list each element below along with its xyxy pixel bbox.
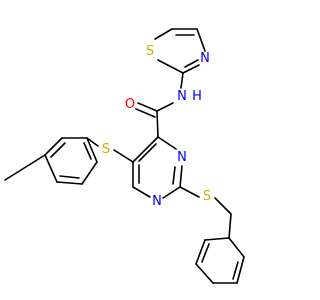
bond-c5-aryl-s bbox=[113, 149, 134, 163]
bond-amide-c-pyrimidine bbox=[156, 110, 159, 138]
thiazole-nitrogen-label: N bbox=[200, 51, 210, 66]
molecule-canvas: S N N H O N N S S bbox=[4, 28, 245, 284]
bond-phenyl-6 bbox=[204, 237, 230, 241]
bond-thiazole-c4-n3 bbox=[196, 28, 206, 52]
bonds bbox=[4, 28, 245, 284]
bond-phenyl-5-double bbox=[201, 243, 210, 263]
bond-thiazole-s-c5 bbox=[154, 28, 173, 40]
bond-tolyl-4 bbox=[56, 181, 83, 185]
bond-phenyl-5 bbox=[195, 239, 206, 265]
bond-c2-amide-n bbox=[180, 72, 184, 89]
bond-thiazole-n3-c2-double bbox=[184, 59, 199, 68]
bond-thiazole-c2-s1 bbox=[157, 59, 184, 74]
bond-phenyl-2-double bbox=[232, 261, 239, 280]
bond-methyl bbox=[4, 154, 46, 181]
amide-nitrogen-label: N bbox=[177, 89, 187, 104]
structure-drawing: S N N H O N N S S bbox=[4, 28, 245, 284]
bond-tolyl-2 bbox=[44, 137, 63, 156]
bond-phenyl-2 bbox=[236, 256, 245, 284]
bond-pyr-c5-c4 bbox=[132, 136, 159, 163]
bond-pyr-n3-c2-double bbox=[172, 166, 176, 185]
bond-tolyl-2-double bbox=[50, 142, 66, 158]
bond-ch2-phenyl bbox=[228, 213, 232, 239]
bond-pyr-c4-n3 bbox=[157, 136, 177, 150]
bond-amide-n-c bbox=[156, 102, 174, 112]
bond-tolyl-6 bbox=[86, 137, 98, 163]
bond-pyr-c2-n1 bbox=[162, 186, 181, 199]
pyrimidine-n3-label: N bbox=[177, 150, 187, 165]
atom-labels: S N N H O N N S S bbox=[102, 44, 211, 209]
bond-carbonyl bbox=[137, 102, 158, 112]
bond-phenyl-1 bbox=[228, 237, 245, 258]
bond-tolyl-6-double bbox=[83, 142, 92, 160]
bond-c2-benzyl-s bbox=[179, 186, 200, 198]
bond-carbonyl-double bbox=[135, 108, 156, 118]
bond-thiazole-n3-c2 bbox=[182, 64, 200, 74]
pyrimidine-n1-label: N bbox=[152, 194, 162, 209]
amide-hydrogen-label: H bbox=[192, 89, 202, 104]
bond-aryl-s-tolyl bbox=[86, 137, 99, 147]
bond-pyr-n1-c6 bbox=[132, 186, 151, 198]
bond-tolyl-5 bbox=[81, 161, 98, 185]
bond-phenyl-4 bbox=[195, 263, 214, 284]
bond-tolyl-4-double bbox=[59, 175, 80, 179]
benzyl-sulfur-label: S bbox=[203, 189, 211, 204]
thiazole-sulfur-label: S bbox=[146, 44, 154, 59]
aryl-sulfur-label: S bbox=[102, 142, 110, 157]
carbonyl-oxygen-label: O bbox=[125, 97, 135, 112]
bond-pyr-c5-c4-double bbox=[138, 143, 157, 162]
bond-pyr-n3-c2 bbox=[179, 165, 183, 188]
bond-tolyl-3 bbox=[44, 154, 58, 183]
bond-benzyl-s-ch2 bbox=[214, 197, 232, 215]
